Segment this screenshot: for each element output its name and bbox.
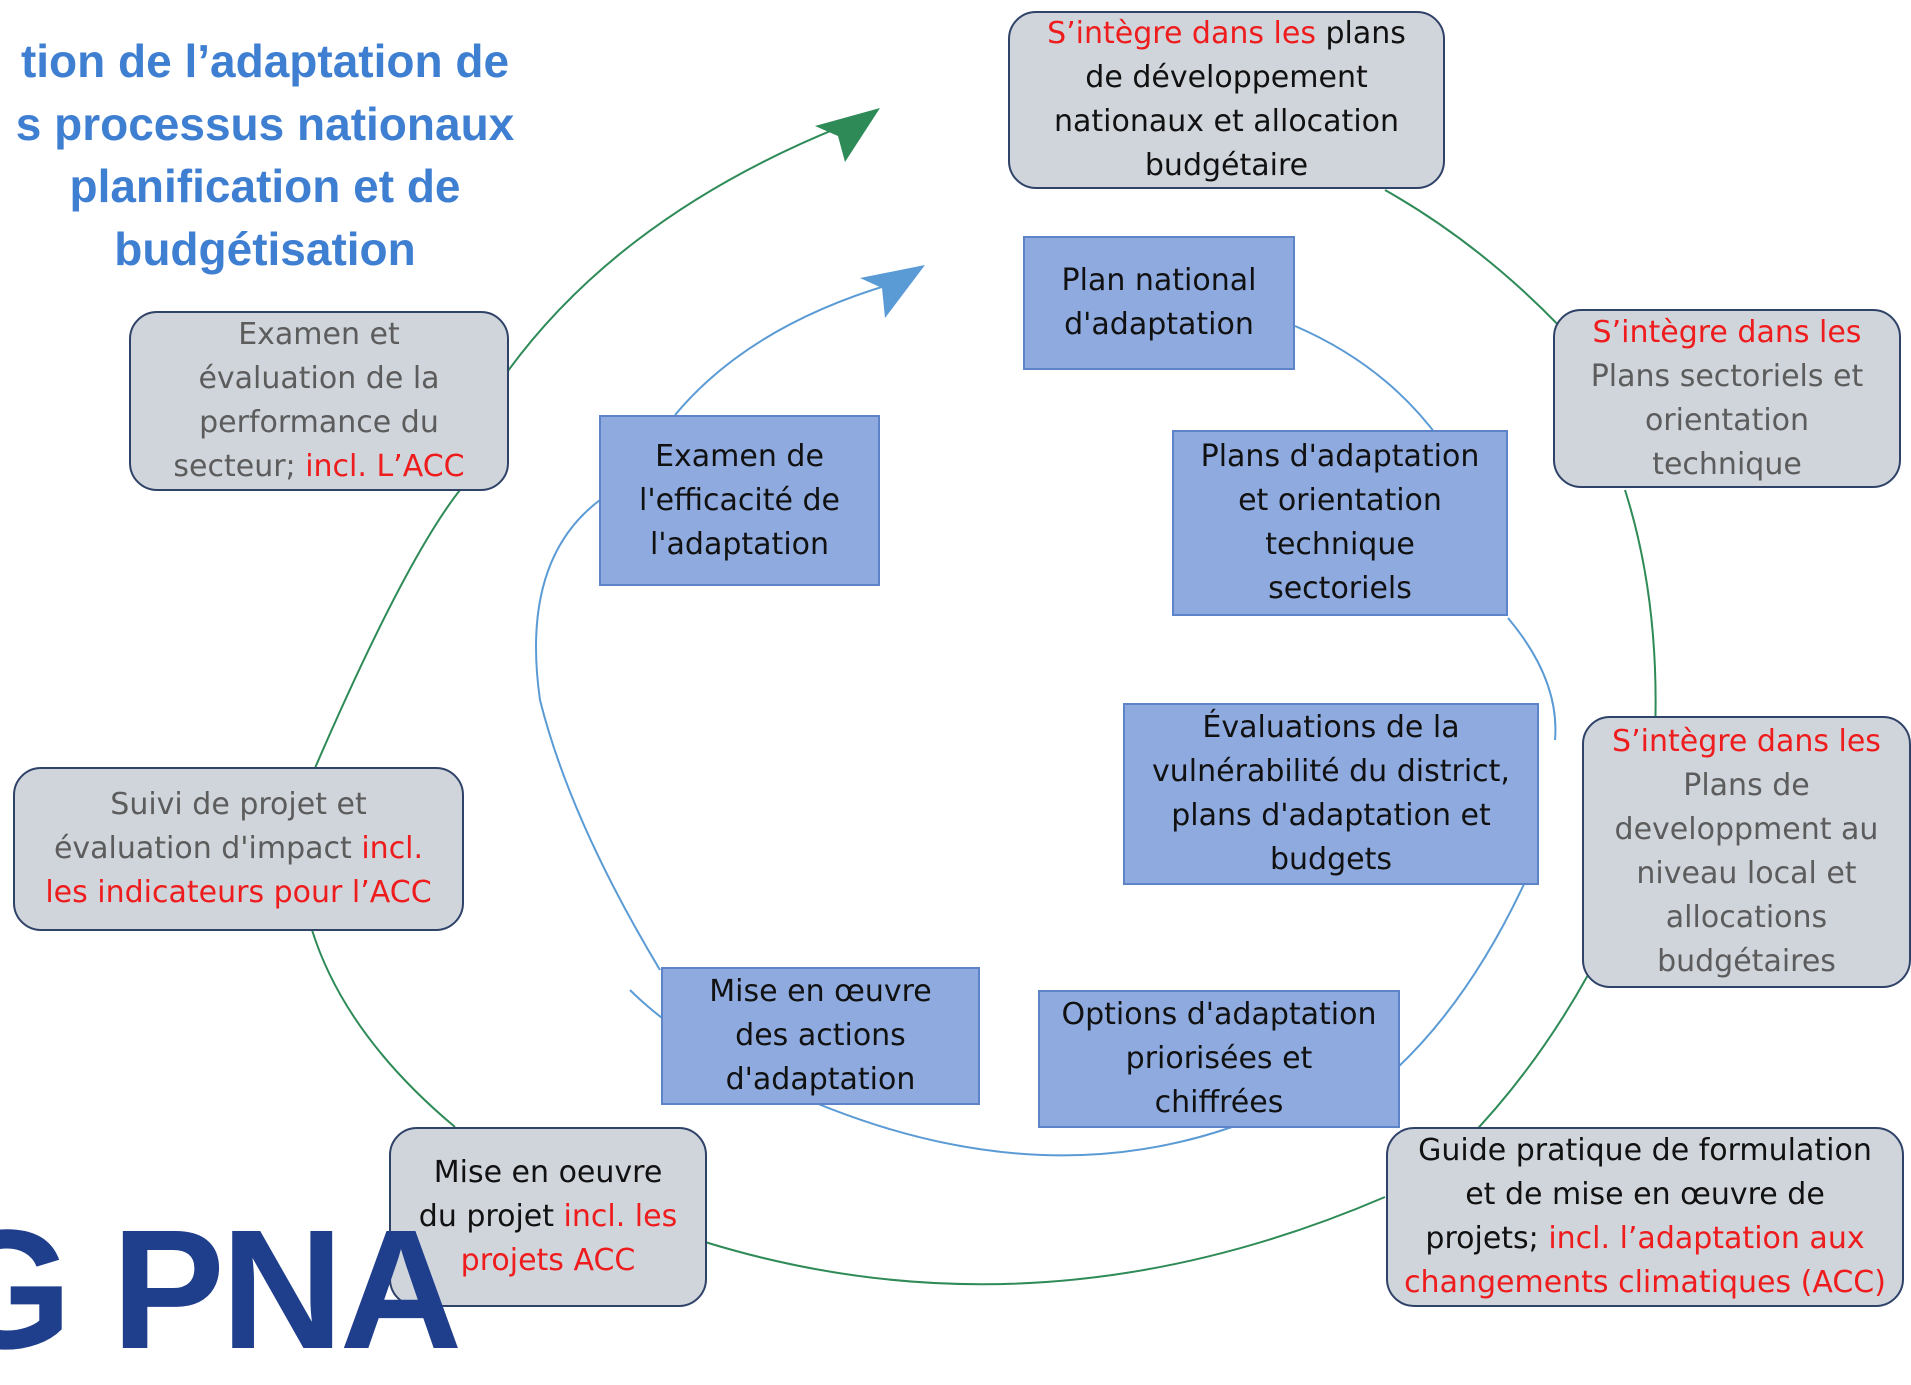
inner-box-effectiveness-review: Examen de l'efficacité de l'adaptation xyxy=(599,415,880,586)
outer-box-practical-guide: Guide pratique de formulation et de mise… xyxy=(1386,1127,1904,1307)
outer-box-sector-review: Examen et évaluation de la performance d… xyxy=(129,311,509,491)
inner-cycle-segment-left xyxy=(535,499,661,971)
diagram-title: tion de l’adaptation de s processus nati… xyxy=(0,30,570,280)
integration-label: S’intègre dans les xyxy=(1047,16,1316,51)
inner-box-district-assessments: Évaluations de la vulnérabilité du distr… xyxy=(1123,703,1539,885)
integration-label: S’intègre dans les xyxy=(1592,314,1862,350)
inner-cycle-segment-right-upper xyxy=(1507,617,1557,741)
title-line-4: budgétisation xyxy=(114,222,416,275)
inner-box-national-adaptation-plan: Plan national d'adaptation xyxy=(1023,236,1295,370)
outer-box-monitoring: Suivi de projet et évaluation d'impact i… xyxy=(13,767,464,931)
cycle-connectors xyxy=(311,108,1657,1286)
inner-box-prioritized-options: Options d'adaptation priorisées et chiff… xyxy=(1038,990,1400,1128)
title-line-1: tion de l’adaptation de xyxy=(20,35,510,87)
inner-box-implementation: Mise en œuvre des actions d'adaptation xyxy=(661,967,980,1105)
inner-box-sector-adaptation-plans: Plans d'adaptation et orientation techni… xyxy=(1172,430,1508,616)
title-line-3: planification et de xyxy=(69,160,461,213)
nap-logo: G PNA xyxy=(0,1195,462,1385)
inner-cycle-segment-right-lower xyxy=(1394,881,1526,1071)
outer-cycle-arrowhead xyxy=(815,108,880,162)
inner-cycle-segment-top-left xyxy=(674,282,896,416)
outer-cycle-segment-left xyxy=(314,489,461,769)
outer-cycle-segment-right-lower xyxy=(1464,974,1589,1143)
inner-cycle-arrowhead xyxy=(860,265,925,318)
outer-box-national-development: S’intègre dans les plans de développemen… xyxy=(1008,11,1445,189)
outer-cycle-segment-bottom xyxy=(704,1196,1386,1286)
integration-label: S’intègre dans les xyxy=(1612,724,1881,759)
title-line-2: s processus nationaux xyxy=(15,97,515,150)
outer-cycle-segment-bottom-left xyxy=(311,929,456,1128)
outer-box-local-development: S’intègre dans les Plans de developpment… xyxy=(1582,716,1911,988)
outer-cycle-segment-right-upper xyxy=(1624,489,1657,736)
outer-cycle-segment-top-left xyxy=(504,124,846,376)
outer-box-sector-plans: S’intègre dans les Plans sectoriels et o… xyxy=(1553,309,1901,488)
